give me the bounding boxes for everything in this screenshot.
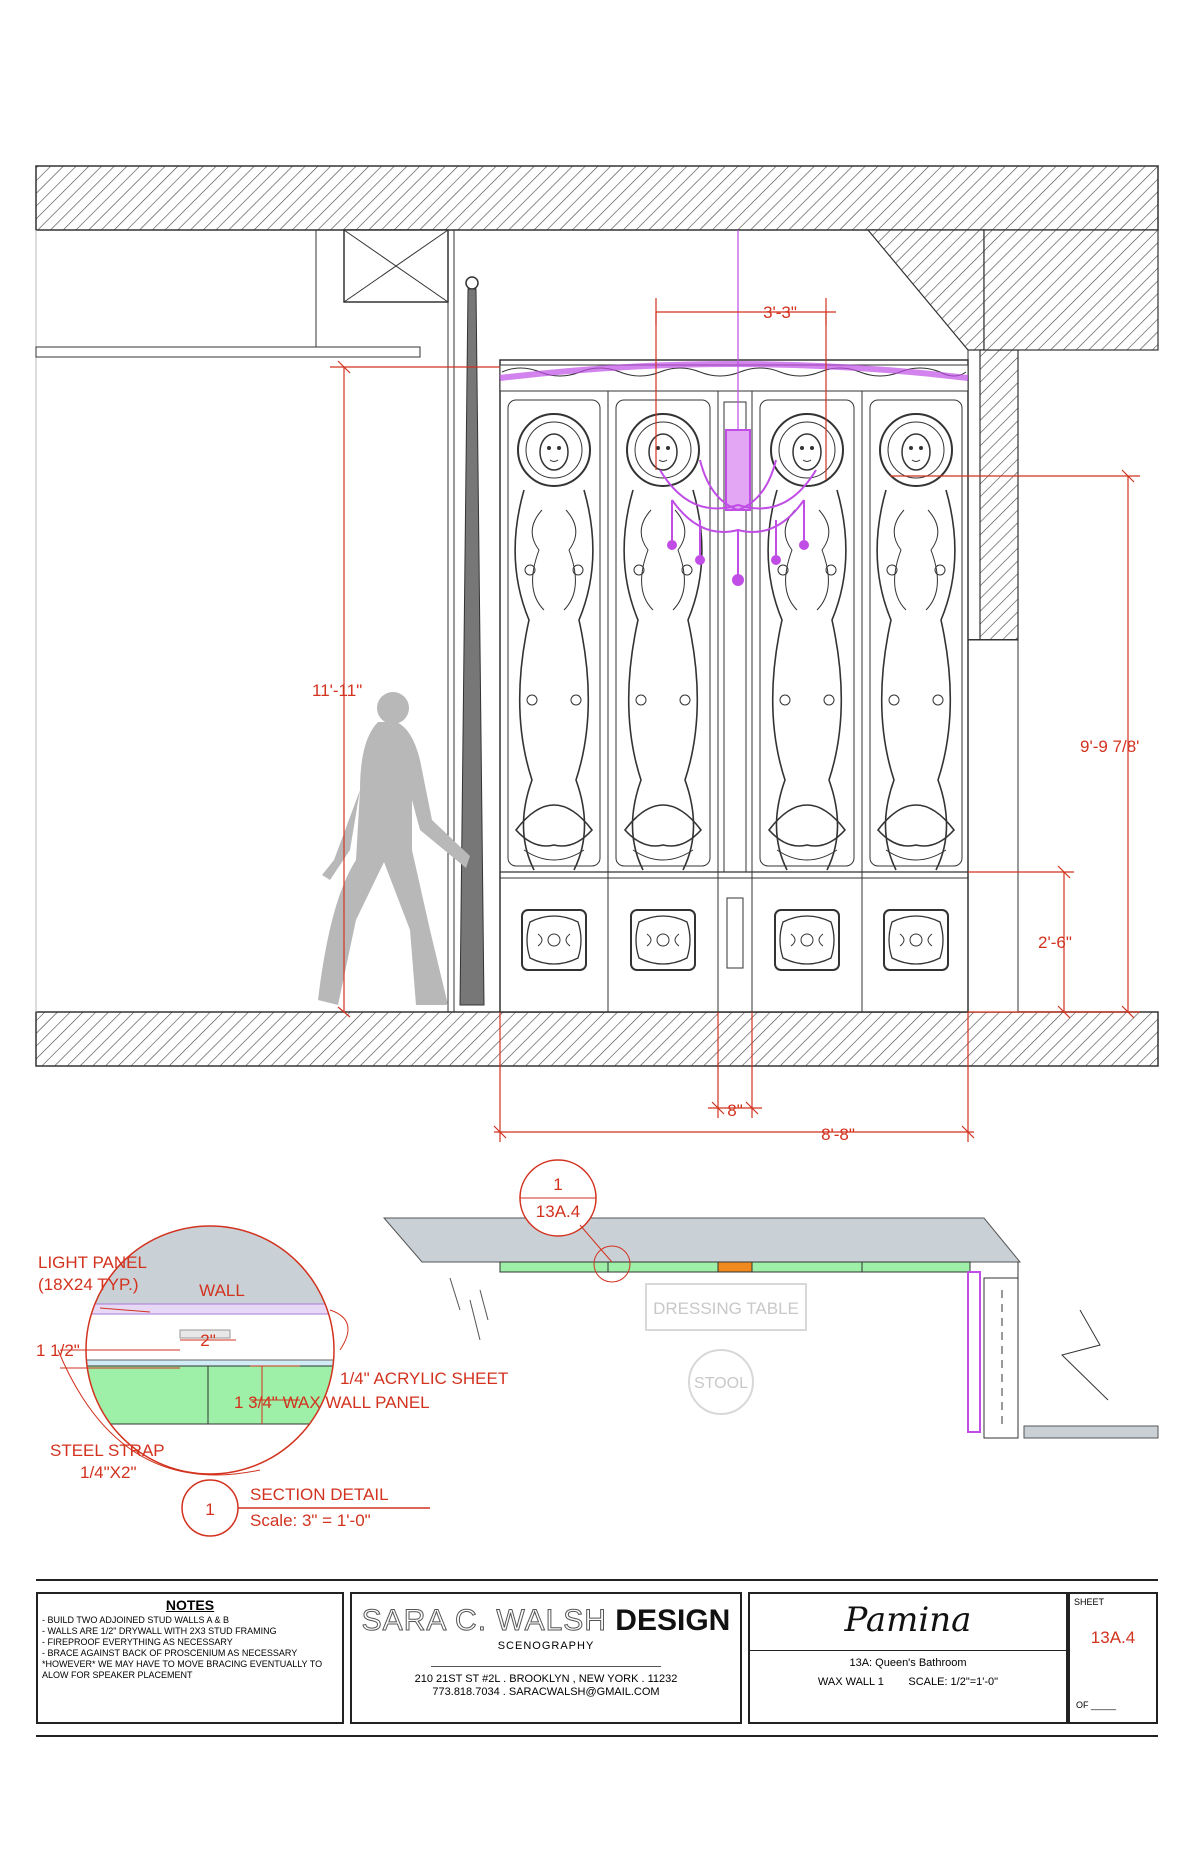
detail-number: 1	[205, 1500, 214, 1519]
light-panel-label: LIGHT PANEL	[38, 1253, 147, 1272]
note-item: - BRACE AGAINST BACK OF PROSCENIUM AS NE…	[42, 1648, 298, 1658]
firm-suffix: DESIGN	[615, 1604, 731, 1637]
light-panel-size: (18X24 TYP.)	[38, 1275, 139, 1294]
notes-panel: NOTES - BUILD TWO ADJOINED STUD WALLS A …	[36, 1592, 344, 1724]
production-logo: Pamina	[844, 1600, 972, 1640]
plan-stool-label: STOOL	[694, 1375, 748, 1392]
drawing-scale: SCALE: 1/2"=1'-0"	[908, 1676, 999, 1688]
note-item: - BUILD TWO ADJOINED STUD WALLS A & B	[42, 1615, 230, 1625]
callout-sheet: 13A.4	[536, 1202, 580, 1221]
sheet-panel: SHEET 13A.4 OF _____	[1068, 1592, 1158, 1724]
right-wall-structure	[866, 229, 1159, 1013]
floor-slab	[35, 1011, 1159, 1067]
firm-panel: SARA C. WALSH DESIGN SCENOGRAPHY 210 21S…	[350, 1592, 742, 1724]
plan-dressing-table-label: DRESSING TABLE	[653, 1299, 799, 1318]
firm-logo: SARA C. WALSH DESIGN	[352, 1604, 740, 1638]
sheet-number: 13A.4	[1090, 1628, 1136, 1647]
firm-divider	[431, 1666, 661, 1667]
firm-name: SARA C. WALSH	[361, 1604, 607, 1638]
dimension-lines	[330, 298, 1140, 1142]
notes-list: - BUILD TWO ADJOINED STUD WALLS A & B - …	[38, 1615, 342, 1681]
section-callout	[519, 1159, 631, 1283]
sheet-of: OF _____	[1076, 1700, 1117, 1710]
production-panel: Pamina 13A: Queen's Bathroom WAX WALL 1 …	[748, 1592, 1068, 1724]
note-item: ALOW FOR SPEAKER PLACEMENT	[42, 1670, 193, 1680]
dim-panel-height: 9'-9 7/8'	[1080, 737, 1139, 756]
dim-overall-height: 11'-11"	[312, 681, 362, 700]
dim-overall-width: 8'-8"	[821, 1125, 855, 1144]
note-item: - WALLS ARE 1/2" DRYWALL WITH 2X3 STUD F…	[42, 1626, 277, 1636]
drawing-name: WAX WALL 1	[817, 1676, 884, 1688]
firm-contact: 773.818.7034 . SARACWALSH@GMAIL.COM	[432, 1686, 660, 1698]
wall-label: WALL	[199, 1281, 245, 1300]
wax-panel-label: 1 3/4" WAX WALL PANEL	[234, 1393, 430, 1412]
sheet-label: SHEET	[1074, 1597, 1105, 1607]
notes-title: NOTES	[165, 1597, 215, 1613]
steel-strap-size: 1/4"X2"	[80, 1463, 137, 1482]
proscenium-structure	[35, 229, 485, 1012]
dim-2-inch: 2"	[200, 1331, 216, 1350]
production-divider	[750, 1650, 1066, 1651]
plan-view	[382, 1217, 1159, 1439]
dim-1-half-inch: 1 1/2"	[36, 1341, 80, 1360]
callout-number: 1	[553, 1175, 562, 1194]
note-item: *HOWEVER* WE MAY HAVE TO MOVE BRACING EV…	[42, 1659, 323, 1669]
firm-address: 210 21ST ST #2L . BROOKLYN , NEW YORK . …	[414, 1673, 678, 1685]
human-scale-figure	[318, 692, 470, 1005]
dim-dado-height: 2'-6"	[1038, 933, 1072, 952]
drawing-title: 13A: Queen's Bathroom	[849, 1657, 967, 1669]
dim-center-gap: 8"	[727, 1101, 743, 1120]
note-item: - FIREPROOF EVERYTHING AS NECESSARY	[42, 1637, 233, 1647]
firm-subtitle: SCENOGRAPHY	[497, 1640, 595, 1652]
section-detail-drawing	[57, 1225, 430, 1537]
dim-top-width: 3'-3"	[763, 303, 797, 322]
section-detail-title: SECTION DETAIL	[250, 1485, 389, 1504]
drawing-name-scale: WAX WALL 1 SCALE: 1/2"=1'-0"	[750, 1676, 1066, 1689]
acrylic-label: 1/4" ACRYLIC SHEET	[340, 1369, 508, 1388]
ceiling-slab	[35, 165, 1159, 231]
section-detail-scale: Scale: 3" = 1'-0"	[250, 1511, 371, 1530]
chandelier	[499, 230, 969, 586]
steel-strap-label: STEEL STRAP	[50, 1441, 165, 1460]
